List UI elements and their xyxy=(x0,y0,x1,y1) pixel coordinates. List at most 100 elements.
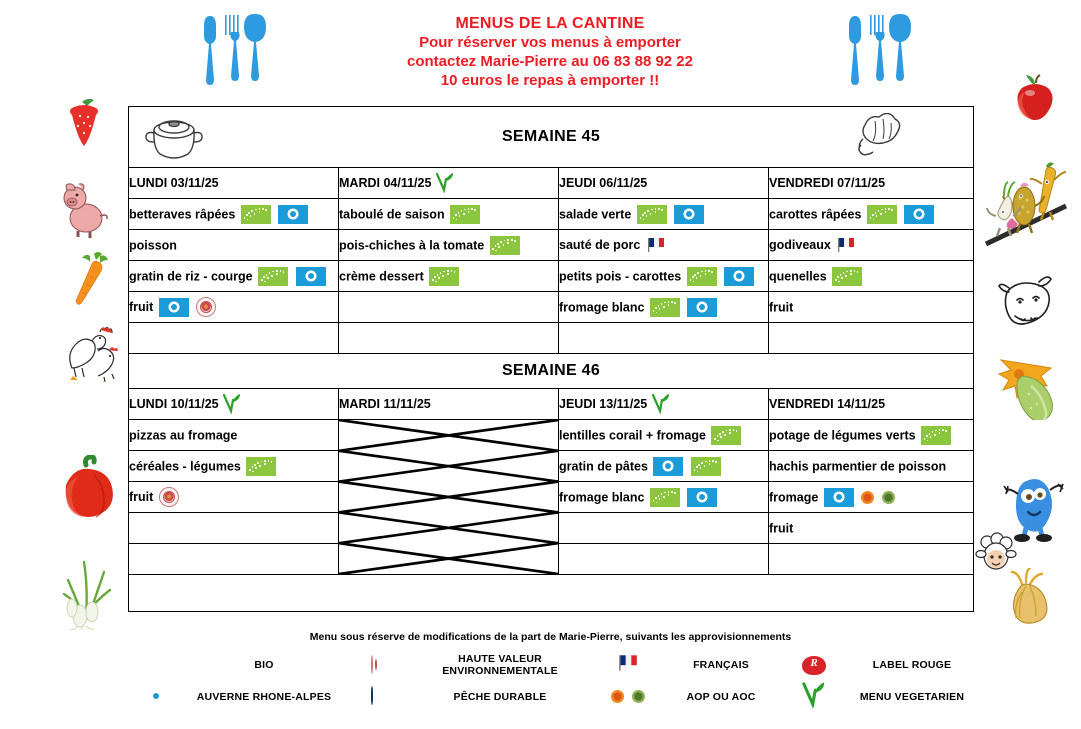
page-header: MENUS DE LA CANTINE Pour réserver vos me… xyxy=(0,0,1081,100)
aop-orange-icon xyxy=(861,490,875,504)
label-rouge-icon: R xyxy=(802,655,826,675)
dish-cell: salade verte xyxy=(558,198,769,230)
blue-bean-decoration xyxy=(1002,468,1064,551)
bottom-blank-cell xyxy=(127,574,975,612)
sheep-decoration xyxy=(975,530,1017,579)
week-banner-row: SEMAINE 46 xyxy=(127,353,975,389)
dish-cell: fruit xyxy=(128,481,339,513)
bio-icon xyxy=(921,425,952,445)
legend-label-label-rouge: LABEL ROUGE xyxy=(872,659,952,671)
aura-icon xyxy=(653,456,684,476)
dish-label: fromage blanc xyxy=(559,490,645,504)
day-header-row: LUNDI 10/11/25 MARDI 11/11/25 JEUDI 13/1… xyxy=(128,388,975,420)
day-label: VENDREDI 07/11/25 xyxy=(769,176,886,190)
legend-label-aura: AUVERNE RHONE-ALPES xyxy=(196,690,332,703)
strawberry-decoration xyxy=(62,96,108,157)
vegetarian-icon xyxy=(435,171,455,196)
legend-icon-aura xyxy=(128,680,184,713)
day-header-jeudi: JEUDI 06/11/25 xyxy=(558,167,769,199)
menu-row: betteraves râpées taboulé de saison sala… xyxy=(128,198,975,230)
bio-icon xyxy=(636,204,667,224)
day-header-mardi: MARDI 11/11/25 xyxy=(338,388,559,420)
week-45-banner: SEMAINE 45 xyxy=(127,106,975,168)
aura-icon xyxy=(687,487,718,507)
day-label: JEUDI 06/11/25 xyxy=(559,176,648,190)
hve-icon xyxy=(371,654,373,674)
vegetarian-icon xyxy=(222,392,242,417)
day-header-mardi: MARDI 04/11/25 xyxy=(338,167,559,199)
dish-cell: sauté de porc xyxy=(558,229,769,261)
dish-cell: lentilles corail + fromage xyxy=(558,419,769,451)
vegetarian-icon xyxy=(651,392,671,417)
dish-cell xyxy=(558,322,769,354)
bio-icon xyxy=(711,425,742,445)
week-46-label: SEMAINE 46 xyxy=(501,362,601,379)
flag-fr-icon xyxy=(617,654,639,676)
menu-row: fruit fromage blanc fromage xyxy=(128,481,975,513)
bio-icon xyxy=(686,266,717,286)
title-line-1: MENUS DE LA CANTINE xyxy=(455,15,645,32)
bio-icon xyxy=(866,204,897,224)
week-45-label: SEMAINE 45 xyxy=(501,128,601,145)
bio-icon xyxy=(832,266,863,286)
menu-row: poisson pois-chiches à la tomate sauté d… xyxy=(128,229,975,261)
dish-cell xyxy=(767,322,975,354)
dish-label: petits pois - carottes xyxy=(559,269,682,283)
day-label: MARDI 11/11/25 xyxy=(339,397,431,411)
title-line-2: Pour réserver vos menus à emporter xyxy=(419,34,681,51)
dish-cell: fromage blanc xyxy=(558,291,769,323)
legend-icon-bio xyxy=(128,650,184,681)
dish-cell: carottes râpées xyxy=(767,198,975,230)
cooking-pot-icon xyxy=(143,113,205,166)
cow-head-decoration xyxy=(995,272,1061,335)
aop-orange-icon xyxy=(610,689,624,703)
dish-label: potage de légumes verts xyxy=(769,428,916,442)
dish-cell: fromage blanc xyxy=(558,481,769,513)
day-header-lundi: LUNDI 03/11/25 xyxy=(128,167,339,199)
menu-table: SEMAINE 45 xyxy=(127,106,975,612)
dish-cell xyxy=(128,543,339,575)
chef-toque-icon xyxy=(845,112,903,166)
bio-icon xyxy=(649,487,680,507)
dish-label: carottes râpées xyxy=(769,207,862,221)
cutlery-icon xyxy=(200,8,270,91)
dish-label: godiveaux xyxy=(769,238,831,252)
legend-label-peche: PÊCHE DURABLE xyxy=(453,690,547,703)
dish-label: quenelles xyxy=(769,269,827,283)
legend-label-aop: AOP OU AOC xyxy=(686,690,756,703)
legend-label-hve: HAUTE VALEUR ENVIRONNEMENTALE xyxy=(442,653,558,677)
menu-row: fruit xyxy=(128,512,975,544)
legend: BIO HAUTE VALEUR ENVIRONNEMENTALE FRANÇA… xyxy=(128,650,973,713)
dish-cell: gratin de pâtes xyxy=(558,450,769,482)
spring-onions-decoration xyxy=(44,538,122,635)
vegetarian-icon xyxy=(801,680,827,713)
dish-label: pizzas au fromage xyxy=(129,428,238,443)
zucchini-decoration xyxy=(985,348,1065,425)
dish-cell xyxy=(338,291,559,323)
day-label: VENDREDI 14/11/25 xyxy=(769,397,886,411)
bio-icon xyxy=(489,235,520,255)
flag-fr-icon xyxy=(836,237,856,253)
legend-row: BIO HAUTE VALEUR ENVIRONNEMENTALE FRANÇA… xyxy=(128,650,982,681)
dish-cell: fruit xyxy=(767,291,975,323)
peche-durable-icon xyxy=(371,686,373,706)
carrot-decoration xyxy=(70,250,114,317)
dish-label: taboulé de saison xyxy=(339,207,445,221)
dish-label: hachis parmentier de poisson xyxy=(769,459,947,474)
closed-day-cell xyxy=(338,419,559,575)
day-label: LUNDI 03/11/25 xyxy=(129,176,219,190)
legend-icon-label-rouge: R xyxy=(786,650,842,680)
legend-icon-peche xyxy=(344,680,400,713)
bio-icon xyxy=(450,204,481,224)
legend-icon-aop xyxy=(600,680,656,713)
bio-icon xyxy=(429,266,460,286)
dish-label: fromage blanc xyxy=(559,300,645,314)
legend-label-vegetarian: MENU VEGETARIEN xyxy=(859,690,965,703)
dish-label: salade verte xyxy=(559,207,632,221)
bio-icon xyxy=(246,456,277,476)
dish-label: sauté de porc xyxy=(559,238,641,252)
pig-decoration xyxy=(58,182,110,243)
aop-green-icon xyxy=(632,689,646,703)
dish-label: fromage xyxy=(769,490,819,504)
dish-label: céréales - légumes xyxy=(129,459,241,473)
